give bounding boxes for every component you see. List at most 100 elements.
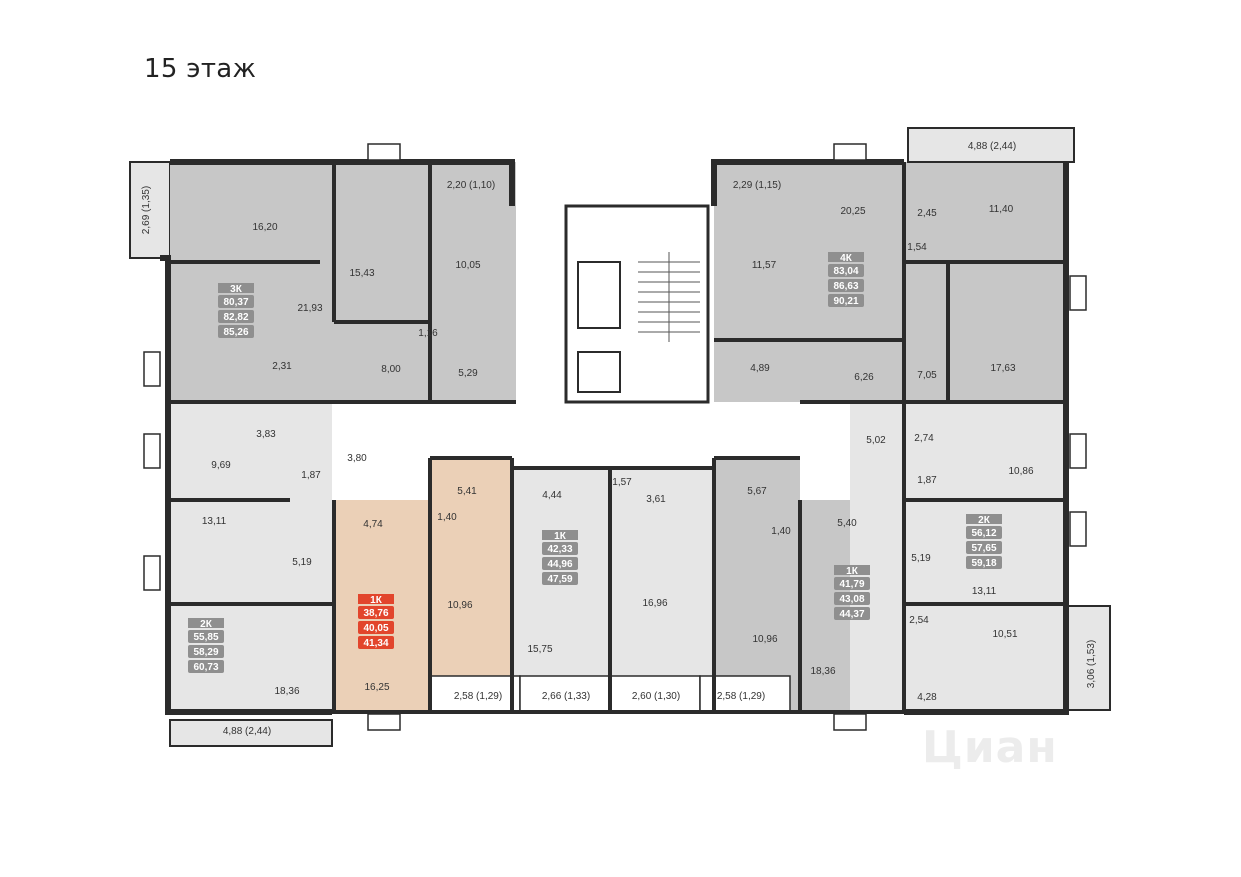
room-area: 11,57 [752, 260, 777, 271]
room-area: 13,11 [202, 516, 227, 527]
badge-area: 86,63 [833, 281, 858, 292]
room-area: 1,54 [907, 242, 927, 253]
room-area: 5,67 [747, 486, 767, 497]
room-area: 3,80 [347, 453, 367, 464]
badge-area: 43,08 [839, 594, 864, 605]
room-labels: 2,69 (1,35) 16,20 15,43 2,20 (1,10) 10,0… [141, 141, 1097, 737]
badge-area: 82,82 [223, 312, 248, 323]
room-area: 2,66 (1,33) [542, 691, 590, 702]
badge-3k: 3К 80,37 82,82 85,26 [218, 283, 254, 338]
room-area: 2,54 [909, 615, 929, 626]
room-area: 18,36 [274, 686, 299, 697]
badge-area: 41,34 [363, 638, 388, 649]
badge-area: 42,33 [547, 544, 572, 555]
badge-2k-left: 2К 55,85 58,29 60,73 [188, 618, 224, 673]
room-area: 4,88 (2,44) [223, 726, 271, 737]
badge-area: 40,05 [363, 623, 388, 634]
badge-area: 44,37 [839, 609, 864, 620]
room-area: 5,41 [457, 486, 477, 497]
badge-1k-center-left: 1К 42,33 44,96 47,59 [542, 530, 578, 585]
apartment-1k-highlighted[interactable] [334, 458, 512, 712]
badge-area: 47,59 [547, 574, 572, 585]
room-area: 1,16 [418, 328, 438, 339]
stair-core [564, 204, 710, 404]
windows [143, 143, 1087, 731]
room-area: 2,20 (1,10) [447, 180, 495, 191]
room-area: 5,29 [458, 368, 478, 379]
room-area: 1,40 [437, 512, 457, 523]
room-area: 16,20 [252, 222, 277, 233]
apartment-4k-top-right[interactable] [714, 127, 1075, 402]
room-area: 4,88 (2,44) [968, 141, 1016, 152]
badge-area: 80,37 [223, 297, 248, 308]
room-area: 3,61 [646, 494, 666, 505]
room-area: 5,40 [837, 518, 857, 529]
badge-area: 41,79 [839, 579, 864, 590]
room-area: 2,74 [914, 433, 934, 444]
room-area: 4,74 [363, 519, 383, 530]
room-area: 3,06 (1,53) [1086, 640, 1097, 688]
apartment-center-studio[interactable] [610, 468, 714, 712]
badge-area: 57,65 [971, 543, 996, 554]
cian-watermark: Циан [922, 722, 1058, 773]
room-area: 11,40 [989, 204, 1014, 215]
room-area: 10,51 [992, 629, 1017, 640]
apartment-3k-top-left[interactable] [170, 162, 516, 402]
interior-walls [170, 162, 1066, 712]
room-area: 1,40 [771, 526, 791, 537]
room-area: 2,31 [272, 361, 292, 372]
badge-1k-center-right: 1К 41,79 43,08 44,37 [834, 565, 870, 620]
room-area: 6,26 [854, 372, 874, 383]
room-area: 2,69 (1,35) [141, 186, 152, 234]
badge-2k-right: 2К 56,12 57,65 59,18 [966, 514, 1002, 569]
room-area: 3,83 [256, 429, 276, 440]
badge-type: 2К [978, 515, 991, 526]
room-area: 15,75 [527, 644, 552, 655]
badge-type: 1К [846, 566, 859, 577]
room-area: 2,45 [917, 208, 937, 219]
badge-area: 44,96 [547, 559, 572, 570]
room-area: 5,19 [911, 553, 931, 564]
room-area: 1,57 [612, 477, 632, 488]
room-area: 5,02 [866, 435, 886, 446]
room-area: 2,60 (1,30) [632, 691, 680, 702]
balcony [429, 675, 521, 713]
room-area: 16,25 [364, 682, 389, 693]
room-area: 2,29 (1,15) [733, 180, 781, 191]
room-area: 18,36 [810, 666, 835, 677]
badge-4k: 4К 83,04 86,63 90,21 [828, 252, 864, 307]
room-area: 2,58 (1,29) [454, 691, 502, 702]
badge-area: 85,26 [223, 327, 248, 338]
badge-area: 83,04 [833, 266, 858, 277]
room-area: 21,93 [297, 303, 322, 314]
outer-walls [160, 159, 1069, 715]
room-area: 20,25 [840, 206, 865, 217]
badge-area: 59,18 [971, 558, 996, 569]
room-area: 17,63 [990, 363, 1015, 374]
room-area: 5,19 [292, 557, 312, 568]
room-area: 1,87 [301, 470, 321, 481]
room-area: 2,58 (1,29) [717, 691, 765, 702]
room-area: 1,87 [917, 475, 937, 486]
room-area: 7,05 [917, 370, 937, 381]
room-area: 15,43 [349, 268, 374, 279]
badge-area: 90,21 [833, 296, 858, 307]
badge-area: 38,76 [363, 608, 388, 619]
apartment-1k-center-left[interactable] [514, 468, 608, 712]
floor-title: 15 этаж [144, 54, 257, 84]
badge-type: 2К [200, 619, 213, 630]
badge-area: 60,73 [193, 662, 218, 673]
room-area: 10,96 [752, 634, 777, 645]
room-area: 10,86 [1008, 466, 1033, 477]
apartment-2k-bottom-left[interactable] [169, 402, 333, 747]
apartment-2k-right[interactable] [850, 402, 1111, 712]
badge-area: 55,85 [193, 632, 218, 643]
room-area: 13,11 [972, 586, 997, 597]
badge-type: 1К [554, 531, 567, 542]
badge-1k-highlighted: 1К 38,76 40,05 41,34 [358, 594, 394, 649]
badge-area: 58,29 [193, 647, 218, 658]
room-area: 9,69 [211, 460, 231, 471]
badge-type: 1К [370, 595, 383, 606]
room-area: 8,00 [381, 364, 401, 375]
